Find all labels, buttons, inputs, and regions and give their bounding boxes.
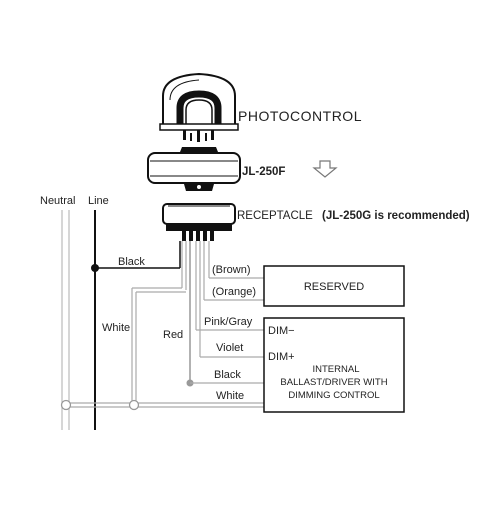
photocontrol-device xyxy=(159,72,239,142)
violet-label: Violet xyxy=(216,342,243,354)
ballast-line2: BALLAST/DRIVER WITH xyxy=(280,377,387,388)
ballast-box xyxy=(263,317,405,413)
brown-label: (Brown) xyxy=(212,264,251,276)
jl250f-socket xyxy=(147,147,241,191)
white-junction xyxy=(128,399,140,411)
ballast-line3: DIMMING CONTROL xyxy=(288,390,379,401)
red-label: Red xyxy=(163,329,183,341)
down-arrow-icon xyxy=(312,160,338,178)
white-ballast-wire xyxy=(60,399,264,411)
black-line-label: Black xyxy=(118,256,145,268)
line-label: Line xyxy=(88,195,109,207)
white-neutral-wire xyxy=(131,241,187,404)
black-line-wire xyxy=(91,241,181,272)
black-ballast-label: Black xyxy=(214,369,241,381)
brown-orange-wires xyxy=(203,241,264,301)
recommendation-label: (JL-250G is recommended) xyxy=(322,210,470,222)
reserved-title: RESERVED xyxy=(304,281,364,293)
neutral-junction xyxy=(60,399,72,411)
line-junction xyxy=(91,264,99,272)
neutral-label: Neutral xyxy=(40,195,75,207)
model-label: JL-250F xyxy=(242,166,285,178)
red-wire xyxy=(186,241,194,387)
neutral-conductor xyxy=(61,210,70,430)
photocontrol-label: PHOTOCONTROL xyxy=(238,108,362,124)
dim-plus-label: DIM+ xyxy=(268,351,295,363)
receptacle-device xyxy=(162,203,236,241)
receptacle-label: RECEPTACLE xyxy=(237,210,313,222)
dim-wires xyxy=(195,241,264,358)
dim-minus-label: DIM− xyxy=(268,325,295,337)
pink-gray-label: Pink/Gray xyxy=(204,316,253,328)
ballast-line1: INTERNAL xyxy=(313,364,360,375)
white-ballast-label: White xyxy=(216,390,244,402)
reserved-box xyxy=(263,265,405,307)
orange-label: (Orange) xyxy=(212,286,256,298)
white-neutral-label: White xyxy=(102,322,130,334)
